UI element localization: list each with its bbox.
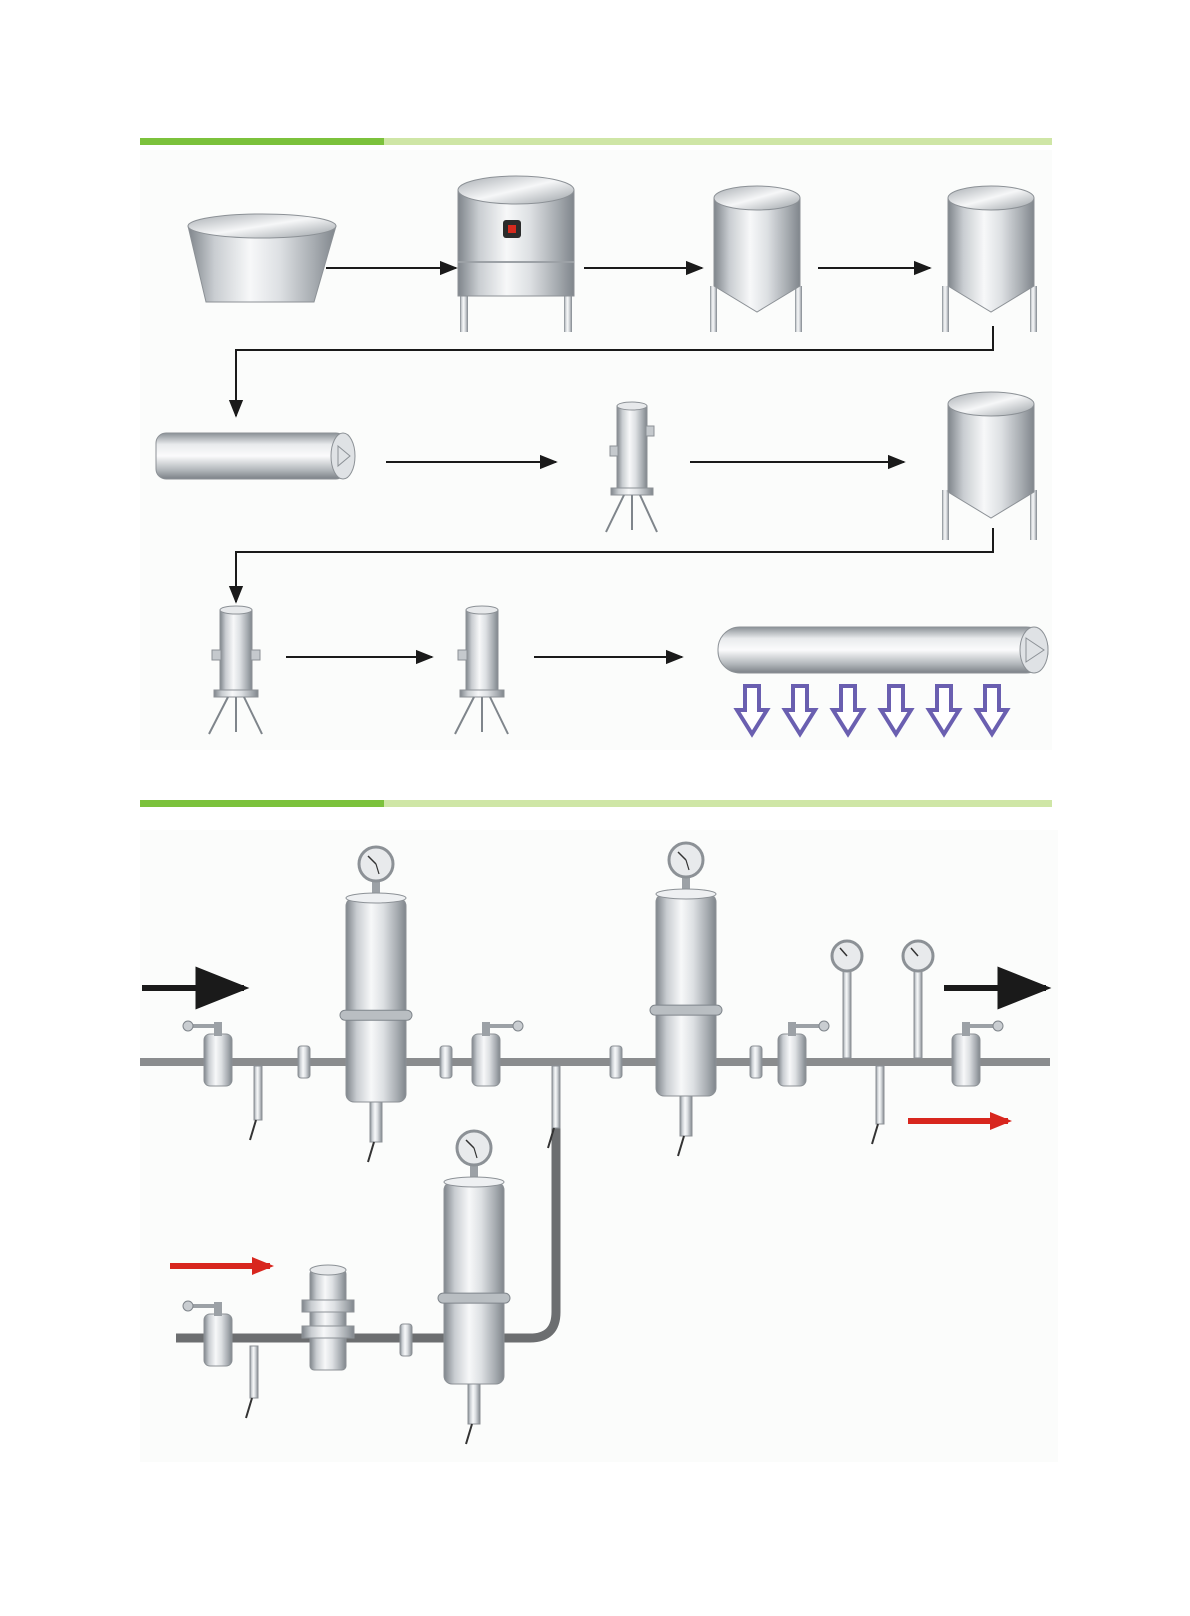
filter-piping-section	[140, 800, 1058, 1462]
output-arrow-icon	[877, 684, 915, 738]
pipe-clamp	[609, 1045, 623, 1079]
pipe-clamp	[297, 1045, 311, 1079]
process-flow-section	[140, 138, 1052, 750]
output-arrow-icon	[781, 684, 819, 738]
ball-valve-icon	[951, 1020, 1004, 1087]
output-arrow-icon	[925, 684, 963, 738]
pipe-clamp	[749, 1045, 763, 1079]
section-header-bar-light	[384, 138, 1052, 145]
drain-valve-icon	[249, 1065, 263, 1141]
fermenter-tank-icon	[457, 175, 575, 332]
output-arrow-icon	[973, 684, 1011, 738]
section-panel	[140, 830, 1058, 1462]
pressure-gauge-icon	[357, 845, 395, 883]
steam-outlet-arrow-head	[990, 1112, 1012, 1130]
ball-valve-icon	[182, 1300, 233, 1367]
cartridge-housing-icon	[437, 1129, 511, 1445]
steam-trap-icon	[301, 1264, 355, 1371]
cartridge-housing-icon	[454, 605, 509, 735]
section-header-bar-dark	[140, 800, 384, 807]
pressure-gauge-icon	[830, 939, 864, 1059]
section-header-bar-dark	[140, 138, 384, 145]
storage-tank-icon	[710, 185, 802, 332]
storage-tank-icon	[942, 185, 1037, 332]
open-tank-icon	[187, 213, 337, 303]
steam-inlet-arrow-head	[252, 1257, 274, 1275]
output-arrow-icon	[733, 684, 771, 738]
cartridge-housing-icon	[649, 841, 723, 1157]
drain-valve-icon	[871, 1065, 885, 1145]
ball-valve-icon	[471, 1020, 524, 1087]
cartridge-housing-icon	[339, 845, 413, 1163]
ball-valve-icon	[182, 1020, 233, 1087]
storage-tank-icon	[942, 391, 1037, 540]
pipe-filter-icon	[155, 432, 356, 480]
flow-connector	[228, 528, 994, 604]
cartridge-housing-icon	[208, 605, 263, 735]
cartridge-housing-icon	[605, 401, 658, 533]
pressure-gauge-icon	[667, 841, 705, 879]
pressure-gauge-icon	[455, 1129, 493, 1167]
drain-valve-icon	[547, 1065, 561, 1149]
pipe-clamp	[439, 1045, 453, 1079]
main-pipe	[140, 1058, 1050, 1066]
ball-valve-icon	[777, 1020, 830, 1087]
section-header-bar-light	[384, 800, 1052, 807]
output-arrows	[733, 684, 1011, 738]
flow-connector	[228, 326, 994, 418]
drain-valve-icon	[245, 1345, 259, 1419]
pipe-clamp	[399, 1323, 413, 1357]
pressure-gauge-icon	[901, 939, 935, 1059]
output-arrow-icon	[829, 684, 867, 738]
lower-pipe	[176, 1126, 561, 1343]
pipe-filter-icon	[717, 626, 1049, 674]
